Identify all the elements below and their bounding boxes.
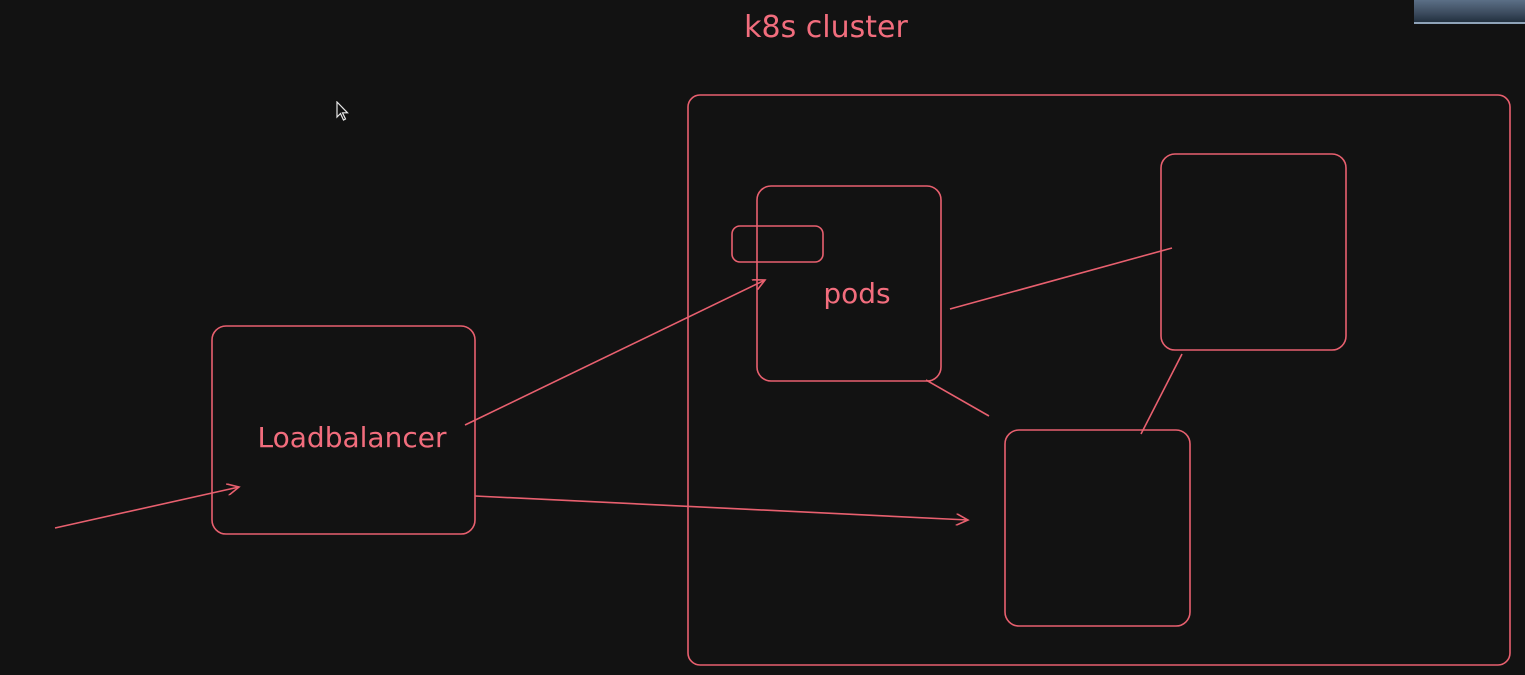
pod-bottom-box xyxy=(1004,429,1191,627)
edge-pod-main-to-pod-right xyxy=(949,247,1173,310)
edge-loadbalancer-to-pod-bottom xyxy=(474,495,968,520)
cluster-boundary xyxy=(687,94,1511,666)
edge-pod-main-to-pod-bottom xyxy=(925,379,990,417)
mouse-pointer-icon xyxy=(336,101,349,121)
video-thumbnail xyxy=(1414,0,1525,24)
loadbalancer-box xyxy=(211,325,476,535)
edge-external-to-loadbalancer xyxy=(54,487,239,529)
pod-right-box xyxy=(1160,153,1347,351)
loadbalancer-label: Loadbalancer xyxy=(258,421,447,454)
pod-main-label: pods xyxy=(823,277,890,310)
diagram-title: k8s cluster xyxy=(744,10,908,45)
edge-loadbalancer-to-pod-main xyxy=(464,280,765,426)
container-tag-box xyxy=(731,225,824,263)
edge-pod-right-to-pod-bottom xyxy=(1140,353,1183,435)
